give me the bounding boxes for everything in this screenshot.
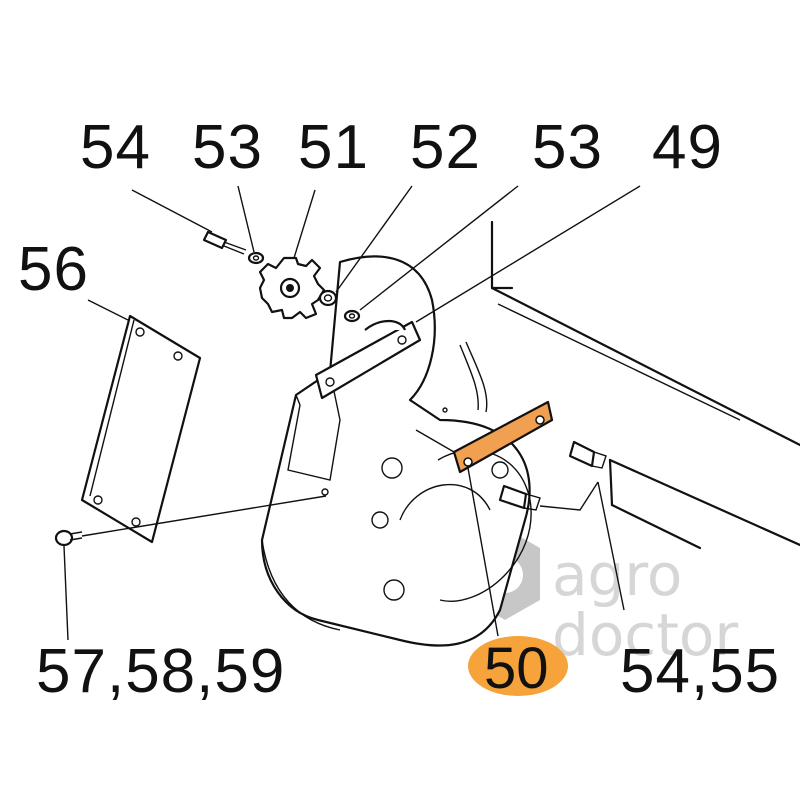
- leader-lines: [63, 185, 641, 641]
- cover-plate-56: [80, 314, 202, 544]
- callout-51: 51: [298, 113, 369, 182]
- screw-57-58-59: [54, 529, 83, 547]
- callout-54-55: 54,55: [620, 637, 780, 706]
- watermark-text-doctor: doctor: [552, 601, 738, 669]
- callout-50: 50: [484, 636, 549, 701]
- callout-52: 52: [410, 113, 481, 182]
- bolt-54-55-b: [498, 484, 541, 511]
- side-plate: [260, 255, 532, 647]
- bolt-54-top: [202, 230, 247, 255]
- callout-53-right: 53: [532, 113, 603, 182]
- washer-53-left: [247, 251, 265, 265]
- spacer-52: [318, 289, 338, 307]
- callout-57-58-59: 57,58,59: [36, 637, 285, 706]
- callout-labels: 54 53 51 52 53 49 56 57,58,59 50 54,55: [18, 113, 780, 706]
- callout-53-left: 53: [192, 113, 263, 182]
- callout-56: 56: [18, 235, 89, 304]
- tensioner-bar-49: [314, 319, 422, 400]
- sprocket-51: [258, 256, 326, 320]
- callout-50-highlight: 50: [468, 636, 568, 701]
- callout-49: 49: [652, 113, 723, 182]
- callout-54-top: 54: [80, 113, 151, 182]
- highlighted-plate-50: [452, 400, 554, 474]
- washer-53-right: [343, 309, 361, 323]
- bolt-54-55-a: [568, 440, 607, 469]
- frame-housing: [490, 220, 800, 550]
